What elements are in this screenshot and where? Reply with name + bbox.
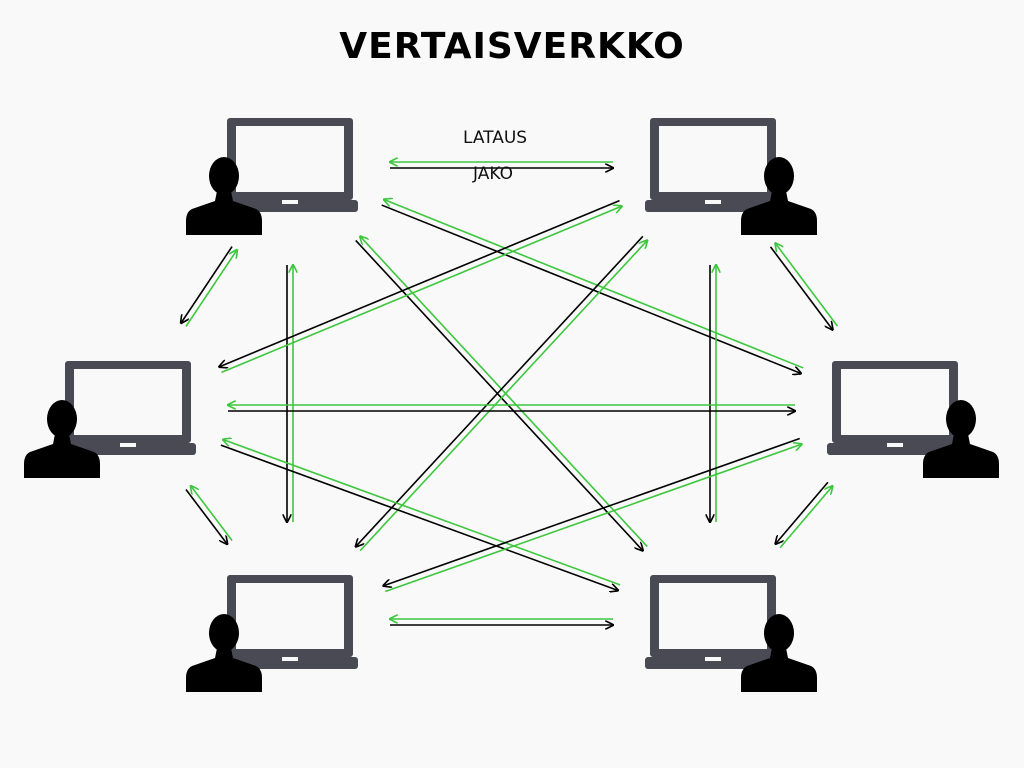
laptop-user-icon	[645, 575, 781, 669]
download-label: LATAUS	[463, 128, 528, 148]
download-arrow	[220, 444, 618, 590]
download-arrow	[383, 437, 800, 586]
connection-top-right-middle-right	[769, 243, 839, 330]
download-arrow	[769, 246, 833, 330]
person-icon	[186, 614, 262, 692]
laptop-user-icon	[827, 361, 963, 455]
download-arrow	[776, 481, 829, 544]
connection-bottom-left-bottom-right	[390, 619, 613, 625]
connection-top-left-middle-right	[381, 199, 804, 373]
laptop-user-icon	[60, 361, 196, 455]
connection-top-left-top-right	[390, 162, 613, 168]
share-arrow	[779, 486, 832, 549]
connection-top-left-middle-left	[181, 246, 237, 327]
node-middle-right	[827, 361, 999, 478]
share-arrow	[360, 236, 648, 548]
share-arrow	[385, 444, 801, 593]
connection-top-right-middle-left	[219, 199, 622, 374]
share-arrow	[775, 243, 839, 327]
share-arrow	[384, 199, 804, 369]
connection-middle-left-bottom-right	[221, 440, 620, 591]
connection-top-left-bottom-left	[287, 265, 293, 522]
download-arrow	[356, 235, 644, 546]
node-top-left	[186, 118, 358, 235]
connection-top-right-bottom-right	[710, 265, 716, 522]
person-icon	[741, 614, 817, 692]
page-title: VERTAISVERKKO	[339, 26, 685, 67]
connection-middle-left-bottom-left	[185, 486, 233, 545]
node-middle-left	[24, 361, 196, 478]
node-bottom-right	[645, 575, 817, 692]
connection-middle-right-bottom-left	[383, 437, 801, 593]
download-arrow	[381, 204, 801, 373]
connection-middle-left-middle-right	[228, 405, 795, 411]
share-arrow	[223, 440, 621, 586]
laptop-user-icon	[222, 575, 358, 669]
share-arrow	[185, 250, 237, 327]
person-icon	[741, 157, 817, 235]
laptop-user-icon	[222, 118, 358, 212]
node-bottom-left	[186, 575, 358, 692]
laptop-user-icon	[645, 118, 781, 212]
share-arrow	[359, 240, 647, 552]
share-arrow	[191, 486, 233, 541]
download-arrow	[355, 239, 643, 550]
share-label: JAKO	[473, 164, 513, 184]
connection-middle-right-bottom-right	[776, 481, 833, 549]
download-arrow	[219, 199, 620, 367]
person-icon	[923, 400, 999, 478]
nodes-layer	[24, 118, 999, 692]
person-icon	[186, 157, 262, 235]
connections-layer	[181, 162, 839, 625]
download-arrow	[185, 489, 227, 545]
share-arrow	[221, 206, 622, 374]
connection-top-right-bottom-left	[356, 235, 648, 552]
download-arrow	[181, 246, 233, 324]
person-icon	[24, 400, 100, 478]
node-top-right	[645, 118, 817, 235]
